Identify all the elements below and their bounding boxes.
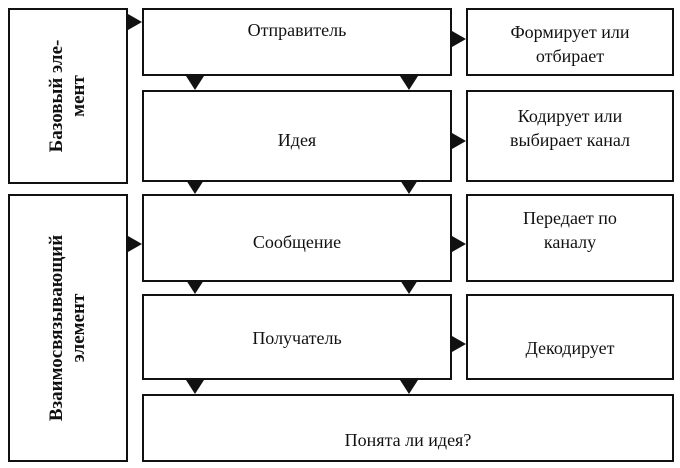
encodes-box: Кодирует или выбирает канал (466, 90, 674, 182)
base-element-label-line1: Базовый эле- (46, 39, 67, 153)
forms-text-line2: отбирает (535, 46, 605, 66)
encodes-text-line2: выбирает канал (510, 130, 630, 150)
arrow-down-icon (186, 180, 204, 194)
interconnecting-element-label-line1: Взаимосвязывающий (46, 234, 67, 422)
interconnecting-element-label-line2: элемент (68, 293, 89, 363)
sender-box: Отправитель (142, 8, 452, 76)
arrow-right-icon (452, 31, 466, 47)
transmits-text: Передает по каналу (468, 206, 672, 254)
receiver-text: Получатель (252, 328, 342, 348)
interconnecting-element-label: Взаимосвязывающий элемент (46, 235, 90, 421)
base-element-label-line2: мент (68, 75, 89, 117)
decodes-text-line1: Декодирует (525, 338, 615, 358)
arrow-down-icon (400, 380, 418, 394)
arrow-down-icon (400, 280, 418, 294)
arrow-down-icon (186, 76, 204, 90)
decodes-box: Декодирует (466, 294, 674, 380)
understood-box: Понята ли идея? (142, 394, 674, 462)
arrow-down-icon (400, 180, 418, 194)
arrow-down-icon (186, 280, 204, 294)
arrow-down-icon (186, 380, 204, 394)
encodes-text: Кодирует или выбирает канал (468, 104, 672, 152)
interconnecting-element-box: Взаимосвязывающий элемент (8, 194, 128, 462)
arrow-right-icon (452, 133, 466, 149)
forms-box: Формирует или отбирает (466, 8, 674, 76)
transmits-text-line1: Передает по (523, 208, 617, 228)
arrow-right-icon (452, 236, 466, 252)
decodes-text: Декодирует (468, 336, 672, 360)
arrow-down-icon (400, 76, 418, 90)
base-element-label: Базовый эле- мент (46, 40, 90, 153)
encodes-text-line1: Кодирует или (517, 106, 623, 126)
arrow-right-icon (128, 236, 142, 252)
understood-text: Понята ли идея? (344, 430, 472, 450)
sender-text: Отправитель (247, 20, 347, 40)
message-text: Сообщение (252, 232, 342, 252)
arrow-right-icon (128, 14, 142, 30)
transmits-box: Передает по каналу (466, 194, 674, 282)
receiver-box: Получатель (142, 294, 452, 380)
base-element-box: Базовый эле- мент (8, 8, 128, 184)
transmits-text-line2: каналу (543, 232, 597, 252)
arrow-right-icon (452, 336, 466, 352)
forms-text: Формирует или отбирает (468, 20, 672, 68)
message-box: Сообщение (142, 194, 452, 282)
forms-text-line1: Формирует или (510, 22, 630, 42)
idea-box: Идея (142, 90, 452, 182)
idea-text: Идея (277, 130, 317, 150)
